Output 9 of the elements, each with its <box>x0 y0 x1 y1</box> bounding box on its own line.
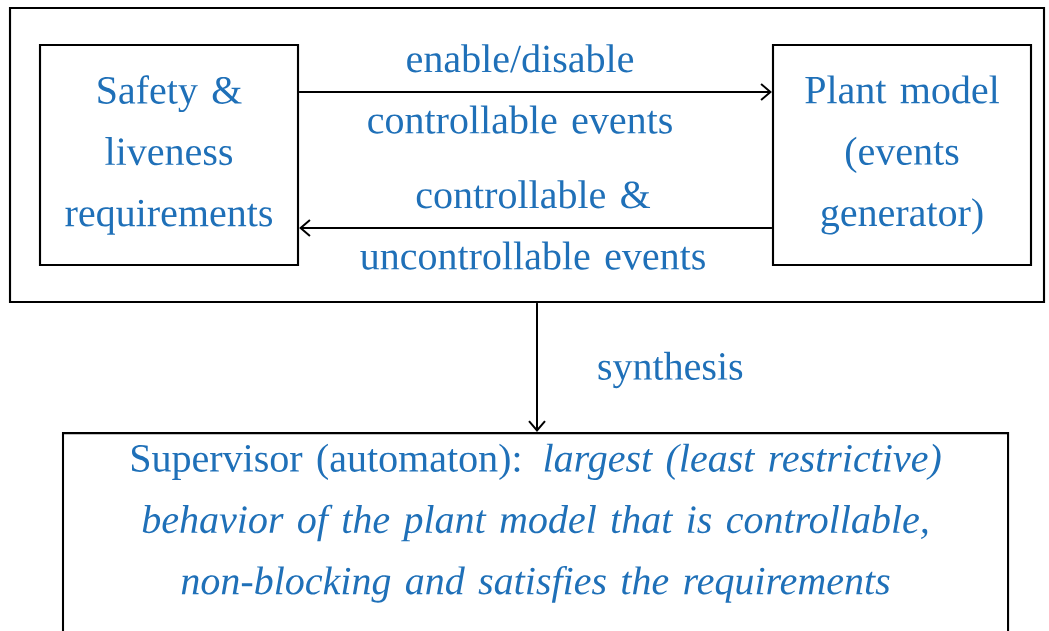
group-frame <box>8 6 1046 304</box>
arrow <box>299 219 773 237</box>
edge-label: synthesis <box>598 351 743 389</box>
supervisor-box: Supervisor (automaton): largest (least restrictive) behavior of the plant model that is controllable, non-blocking and satisfies the requirements <box>61 432 1010 631</box>
arrow <box>528 302 546 432</box>
plant-box: Plant model (events generator) <box>771 43 1033 267</box>
edge-label: controllable & uncontrollable events <box>360 180 705 270</box>
arrow <box>298 83 772 101</box>
requirements-box: Safety & liveness requirements <box>38 43 300 267</box>
